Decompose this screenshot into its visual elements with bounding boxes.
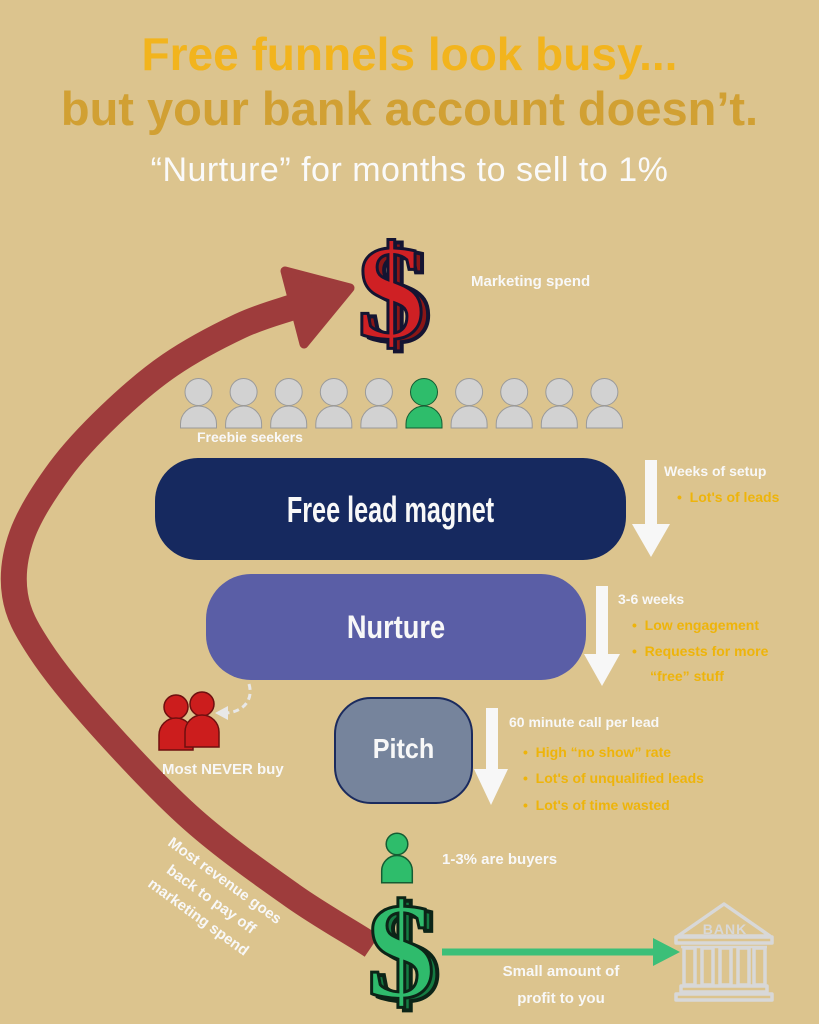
svg-text:$: $ xyxy=(373,878,442,1024)
svg-text:$: $ xyxy=(367,875,436,1024)
svg-text:BANK: BANK xyxy=(703,921,747,937)
svg-text:$: $ xyxy=(357,218,425,368)
svg-text:$: $ xyxy=(364,221,432,371)
